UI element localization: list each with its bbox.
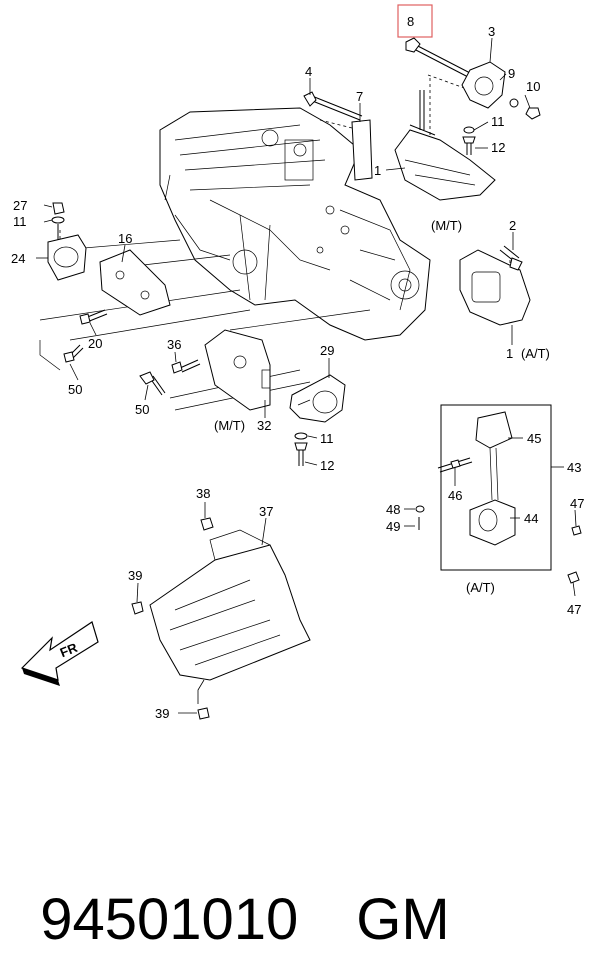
callout-45[interactable]: 45	[527, 431, 541, 446]
callout-labels: 8 3 4 7 9 10 11 12 1 2 1 27 11 24 16 20 …	[11, 14, 584, 721]
tag-at-box: (A/T)	[466, 580, 495, 595]
fr-label: FR	[58, 640, 80, 661]
at-detail-box	[440, 404, 552, 571]
callout-36[interactable]: 36	[167, 337, 181, 352]
callout-11-top[interactable]: 11	[491, 114, 505, 129]
part-number-footer: 94501010 GM	[8, 770, 592, 952]
callout-11-left[interactable]: 11	[13, 214, 27, 229]
callout-27[interactable]: 27	[13, 198, 27, 213]
callout-43[interactable]: 43	[567, 460, 581, 475]
callout-46[interactable]: 46	[448, 488, 462, 503]
callout-47-lower[interactable]: 47	[567, 602, 581, 617]
callout-9[interactable]: 9	[508, 66, 515, 81]
left-mount-assembly	[47, 202, 171, 363]
callout-39-bottom[interactable]: 39	[155, 706, 169, 721]
callout-1-mt[interactable]: 1	[374, 163, 381, 178]
callout-50-center[interactable]: 50	[135, 402, 149, 417]
part-8-bolt[interactable]	[405, 37, 473, 79]
at-right-mount	[459, 245, 531, 326]
callout-44[interactable]: 44	[524, 511, 538, 526]
callout-2[interactable]: 2	[509, 218, 516, 233]
variant-tags: (M/T) (A/T) (M/T) (A/T)	[214, 218, 550, 595]
callout-37[interactable]: 37	[259, 504, 273, 519]
callout-49[interactable]: 49	[386, 519, 400, 534]
callout-11-center[interactable]: 11	[320, 431, 334, 446]
callout-38[interactable]: 38	[196, 486, 210, 501]
part-number: 94501010	[40, 887, 299, 952]
callout-39-left[interactable]: 39	[128, 568, 142, 583]
callout-8[interactable]: 8	[407, 14, 414, 29]
callout-48[interactable]: 48	[386, 502, 400, 517]
callout-1-at[interactable]: 1	[506, 346, 513, 361]
callout-29[interactable]: 29	[320, 343, 334, 358]
front-direction-arrow: FR	[20, 621, 99, 686]
tag-mt-left: (M/T)	[214, 418, 245, 433]
highlight-box	[397, 4, 433, 38]
mount-exploded-diagram: FR 8	[11, 4, 584, 721]
callout-4[interactable]: 4	[305, 64, 312, 79]
callout-50-left[interactable]: 50	[68, 382, 82, 397]
tag-at-right: (A/T)	[521, 346, 550, 361]
callout-7[interactable]: 7	[356, 89, 363, 104]
callout-10[interactable]: 10	[526, 79, 540, 94]
center-lower-mount	[139, 329, 271, 411]
callout-16[interactable]: 16	[118, 231, 132, 246]
tag-mt-top: (M/T)	[431, 218, 462, 233]
at-detail-parts	[415, 411, 582, 584]
brand-name: GM	[356, 887, 450, 952]
callout-47-upper[interactable]: 47	[570, 496, 584, 511]
callout-32[interactable]: 32	[257, 418, 271, 433]
callout-12-top[interactable]: 12	[491, 140, 505, 155]
callout-12-center[interactable]: 12	[320, 458, 334, 473]
callout-20[interactable]: 20	[88, 336, 102, 351]
callout-24[interactable]: 24	[11, 251, 25, 266]
upper-mount-assembly	[303, 61, 541, 201]
leader-lines	[36, 37, 577, 714]
bushing-29-assembly	[289, 374, 346, 466]
skid-plate-assembly	[131, 517, 311, 720]
engine-transaxle-assembly	[159, 107, 431, 341]
callout-3[interactable]: 3	[488, 24, 495, 39]
